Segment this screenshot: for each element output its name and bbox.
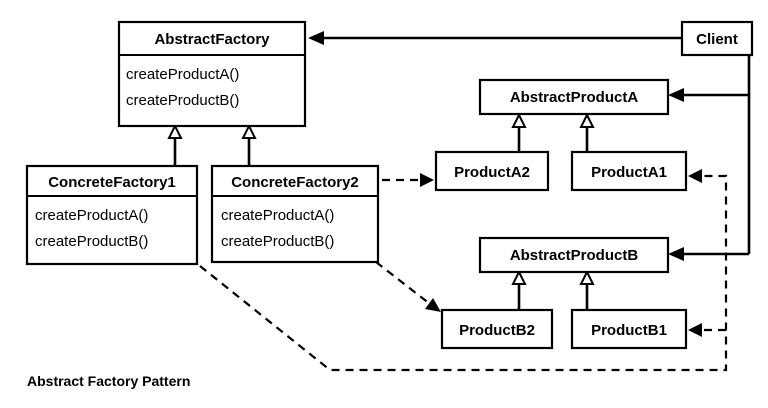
class-producta2: ProductA2 xyxy=(434,150,550,192)
concretefactory2-creates-productb2-arrowhead xyxy=(425,298,441,312)
abstractfactory-method-2: createProductB() xyxy=(126,92,239,109)
class-concretefactory1: ConcreteFactory1 createProductA() create… xyxy=(25,164,199,266)
abstractproductb-title: AbstractProductB xyxy=(510,247,639,264)
productb1-title: ProductB1 xyxy=(591,322,667,339)
concretefactory2-creates-producta2-arrowhead xyxy=(420,173,434,187)
concretefactory2-inherit-triangle xyxy=(241,123,257,139)
abstractfactory-method-1: createProductA() xyxy=(126,66,239,83)
class-concretefactory2: ConcreteFactory2 createProductA() create… xyxy=(210,164,380,264)
concretefactory1-inherit-triangle xyxy=(167,123,183,139)
concretefactory1-method-1: createProductA() xyxy=(35,207,148,224)
productb2-inherit-triangle xyxy=(511,269,527,285)
concretefactory2-creates-productb2-line xyxy=(375,261,431,305)
productb2-title: ProductB2 xyxy=(459,322,535,339)
producta1-title: ProductA1 xyxy=(591,164,667,181)
concretefactory1-creates-productb1-arrowhead xyxy=(688,323,702,337)
productb1-inherit-triangle xyxy=(579,269,595,285)
client-to-abstractproductb-arrowhead xyxy=(668,247,684,261)
producta2-inherit-triangle xyxy=(511,112,527,128)
diagram-caption: Abstract Factory Pattern xyxy=(27,373,190,389)
abstractproducta-title: AbstractProductA xyxy=(510,89,639,106)
class-abstractfactory: AbstractFactory createProductA() createP… xyxy=(117,20,307,128)
class-abstractproducta: AbstractProductA xyxy=(478,78,670,116)
concretefactory1-creates-producta1-arrowhead xyxy=(688,169,702,183)
class-client: Client xyxy=(680,20,754,57)
client-to-abstractfactory-arrowhead xyxy=(308,31,324,45)
class-productb2: ProductB2 xyxy=(440,308,554,350)
client-to-abstractproducta-arrowhead xyxy=(668,88,684,102)
class-productb1: ProductB1 xyxy=(570,308,688,350)
producta2-title: ProductA2 xyxy=(454,164,530,181)
client-title: Client xyxy=(696,31,738,48)
class-abstractproductb: AbstractProductB xyxy=(478,236,670,274)
concretefactory1-creates-products-line xyxy=(199,174,728,372)
class-producta1: ProductA1 xyxy=(570,150,688,192)
concretefactory1-title: ConcreteFactory1 xyxy=(48,174,176,191)
concretefactory1-method-2: createProductB() xyxy=(35,233,148,250)
concretefactory2-title: ConcreteFactory2 xyxy=(231,174,359,191)
concretefactory2-method-1: createProductA() xyxy=(221,207,334,224)
concretefactory2-method-2: createProductB() xyxy=(221,233,334,250)
abstractfactory-title: AbstractFactory xyxy=(154,31,270,48)
producta1-inherit-triangle xyxy=(579,112,595,128)
